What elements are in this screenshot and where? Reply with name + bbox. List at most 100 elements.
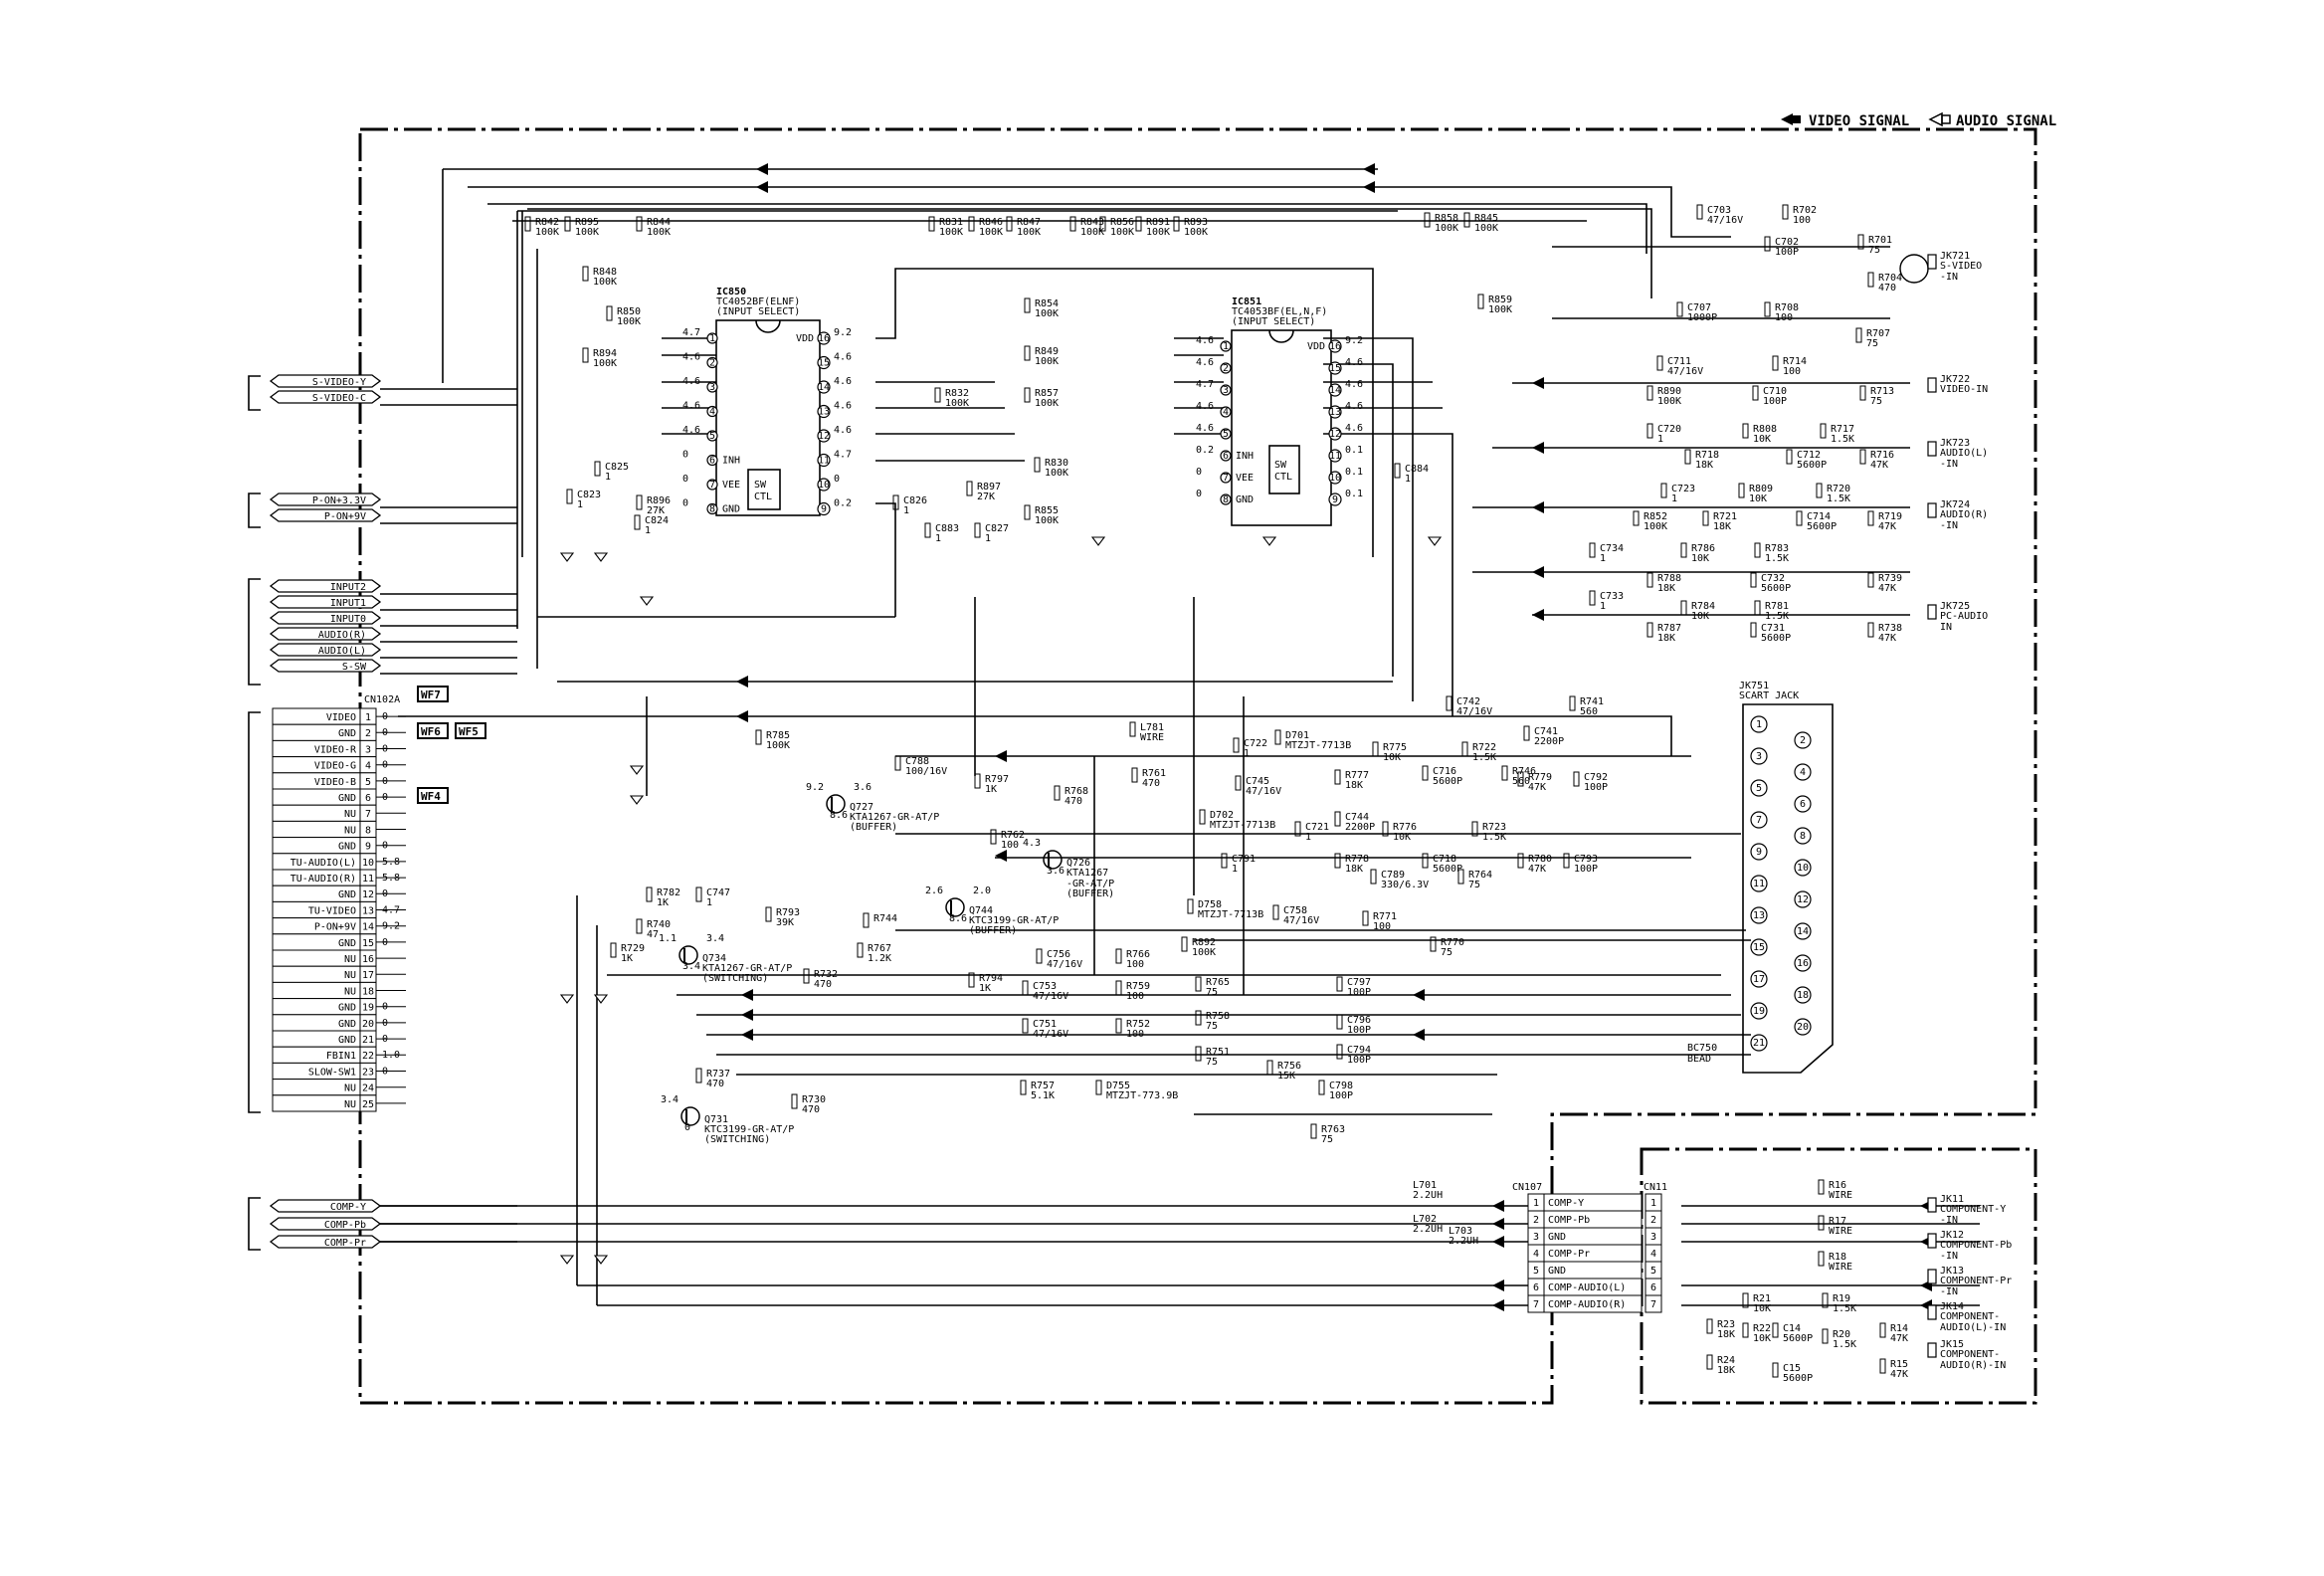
component-value: 100K bbox=[1657, 396, 1681, 407]
ic850-pin-voltage: 0 bbox=[834, 474, 840, 485]
transistor-symbol-icon bbox=[826, 794, 846, 814]
component-value: 75 bbox=[1866, 338, 1878, 349]
component-ref: R856 bbox=[1110, 217, 1134, 228]
ic851-pin-voltage: 4.6 bbox=[1345, 357, 1363, 368]
component-value: 470 bbox=[1878, 283, 1896, 294]
ic850-pin-voltage: 4.7 bbox=[834, 450, 852, 461]
ic851-pin-voltage: 4.6 bbox=[1345, 379, 1363, 390]
transistor-ref: Q727 bbox=[850, 802, 873, 813]
port-input0-label: INPUT0 bbox=[330, 614, 366, 625]
transistor-ref: Q731 bbox=[704, 1114, 728, 1125]
scart-jack: JK751 SCART JACK 13579111315171921246810… bbox=[1687, 681, 1834, 1074]
component-ref: R21 bbox=[1753, 1293, 1771, 1304]
transistor-voltage: 4.3 bbox=[1023, 838, 1041, 849]
transistor-voltage: 2.6 bbox=[925, 886, 943, 896]
transistor-voltage: 0 bbox=[684, 1122, 690, 1133]
ic850-pin-number: 10 bbox=[818, 480, 830, 491]
transistor-function: (BUFFER) bbox=[850, 822, 897, 833]
cn107-pin-number: 5 bbox=[1533, 1266, 1539, 1277]
component-ref: R785 bbox=[766, 730, 790, 741]
input-jack-name: AUDIO(L)-IN bbox=[1940, 448, 1988, 470]
scart-pin-number: 15 bbox=[1753, 942, 1765, 953]
component-value: 5600P bbox=[1433, 864, 1462, 875]
transistor-part: KTC3199-GR-AT/P bbox=[704, 1124, 794, 1135]
component-value: 100P bbox=[1347, 987, 1371, 998]
ic850-pin-number: 13 bbox=[818, 407, 830, 418]
scart-pin-number: 18 bbox=[1797, 990, 1809, 1001]
component-ref: D755 bbox=[1106, 1081, 1130, 1091]
component-ref: C797 bbox=[1347, 977, 1371, 988]
ic850-pin-voltage: 4.6 bbox=[682, 401, 700, 412]
component-ref: R845 bbox=[1474, 213, 1498, 224]
component-ref: R894 bbox=[593, 348, 617, 359]
transistor-symbol-icon bbox=[945, 897, 965, 917]
port-s-video-c: S-VIDEO-C bbox=[269, 390, 382, 404]
component-value: 100K bbox=[593, 358, 617, 369]
component-ref: R844 bbox=[647, 217, 671, 228]
component-value: 470 bbox=[814, 979, 832, 990]
component-value: 47/16V bbox=[1456, 706, 1492, 717]
component-ref: R740 bbox=[647, 919, 671, 930]
ic850-pin-voltage: 9.2 bbox=[834, 327, 852, 338]
component-ref: C791 bbox=[1232, 854, 1256, 865]
ic850-pin-voltage: 4.6 bbox=[682, 376, 700, 387]
cn102a-pin-name: TU-AUDIO(R) bbox=[290, 874, 356, 885]
ic851-pin-voltage: 0.1 bbox=[1345, 445, 1363, 456]
cn102a-pin-name: NU bbox=[344, 970, 356, 981]
ic851-pin-number: 6 bbox=[1223, 451, 1229, 462]
cn102a-pin-name: NU bbox=[344, 1099, 356, 1110]
component-ref: R757 bbox=[1031, 1081, 1055, 1091]
component-value: 330/6.3V bbox=[1381, 880, 1429, 890]
component-ref: C702 bbox=[1775, 237, 1799, 248]
component-value: 100K bbox=[766, 740, 790, 751]
scart-pin-number: 7 bbox=[1756, 815, 1762, 826]
component-ref: R756 bbox=[1277, 1061, 1301, 1072]
component-value: 100P bbox=[1584, 782, 1608, 793]
ic850-pin-number: 1 bbox=[709, 333, 715, 344]
component-ref: C707 bbox=[1687, 302, 1711, 313]
component-value: 27K bbox=[977, 492, 995, 502]
wiring bbox=[378, 168, 1980, 1306]
cn102a-pin-number: 22 bbox=[362, 1051, 374, 1062]
ic851-pin-number: 12 bbox=[1329, 429, 1341, 440]
component-value: 100K bbox=[1192, 947, 1216, 958]
component-ref: R723 bbox=[1482, 822, 1506, 833]
component-ref: R746 bbox=[1512, 766, 1536, 777]
cn107-pin-name: GND bbox=[1548, 1266, 1566, 1277]
cn102a-pin-number: 16 bbox=[362, 954, 374, 965]
ic850-inner-label: GND bbox=[722, 504, 740, 515]
component-ref: C718 bbox=[1433, 854, 1456, 865]
cn11-pin-number: 4 bbox=[1650, 1249, 1656, 1260]
component-jack-ref: JK11 bbox=[1940, 1194, 1964, 1205]
component-ref: R732 bbox=[814, 969, 838, 980]
component-value: 18K bbox=[1345, 780, 1363, 791]
scart-pin-number: 20 bbox=[1797, 1022, 1809, 1033]
port-s-sw-label: S-SW bbox=[342, 662, 367, 673]
component-ref: R846 bbox=[979, 217, 1003, 228]
component-ref: R895 bbox=[575, 217, 599, 228]
cn102a-pin-name: GND bbox=[338, 1035, 356, 1046]
component-ref: R781 bbox=[1765, 601, 1789, 612]
ic851-pin-number: 10 bbox=[1329, 473, 1341, 484]
component-value: 100K bbox=[979, 227, 1003, 238]
component-ref: R722 bbox=[1472, 742, 1496, 753]
scart-pin-number: 9 bbox=[1756, 847, 1762, 858]
component-value: 47/16V bbox=[1707, 215, 1743, 226]
component-ref: R718 bbox=[1695, 450, 1719, 461]
component-value: 1 bbox=[605, 472, 611, 483]
component-ref: R752 bbox=[1126, 1019, 1150, 1030]
component-ref: R16 bbox=[1829, 1180, 1846, 1191]
component-value: 5600P bbox=[1433, 776, 1462, 787]
component-value: 10K bbox=[1753, 434, 1771, 445]
component-value: 18K bbox=[1717, 1329, 1735, 1340]
component-ref: R855 bbox=[1035, 505, 1059, 516]
ic850-pin-number: 3 bbox=[709, 382, 715, 393]
transistor-voltage: 8.6 bbox=[830, 810, 848, 821]
component-value: WIRE bbox=[1829, 1190, 1852, 1201]
component-value: 1.5K bbox=[1827, 493, 1850, 504]
component-ref: R721 bbox=[1713, 511, 1737, 522]
transistor-ref: Q726 bbox=[1066, 858, 1090, 869]
ic850-pin-number: 11 bbox=[818, 456, 830, 467]
cn11-pin-number: 6 bbox=[1650, 1282, 1656, 1293]
